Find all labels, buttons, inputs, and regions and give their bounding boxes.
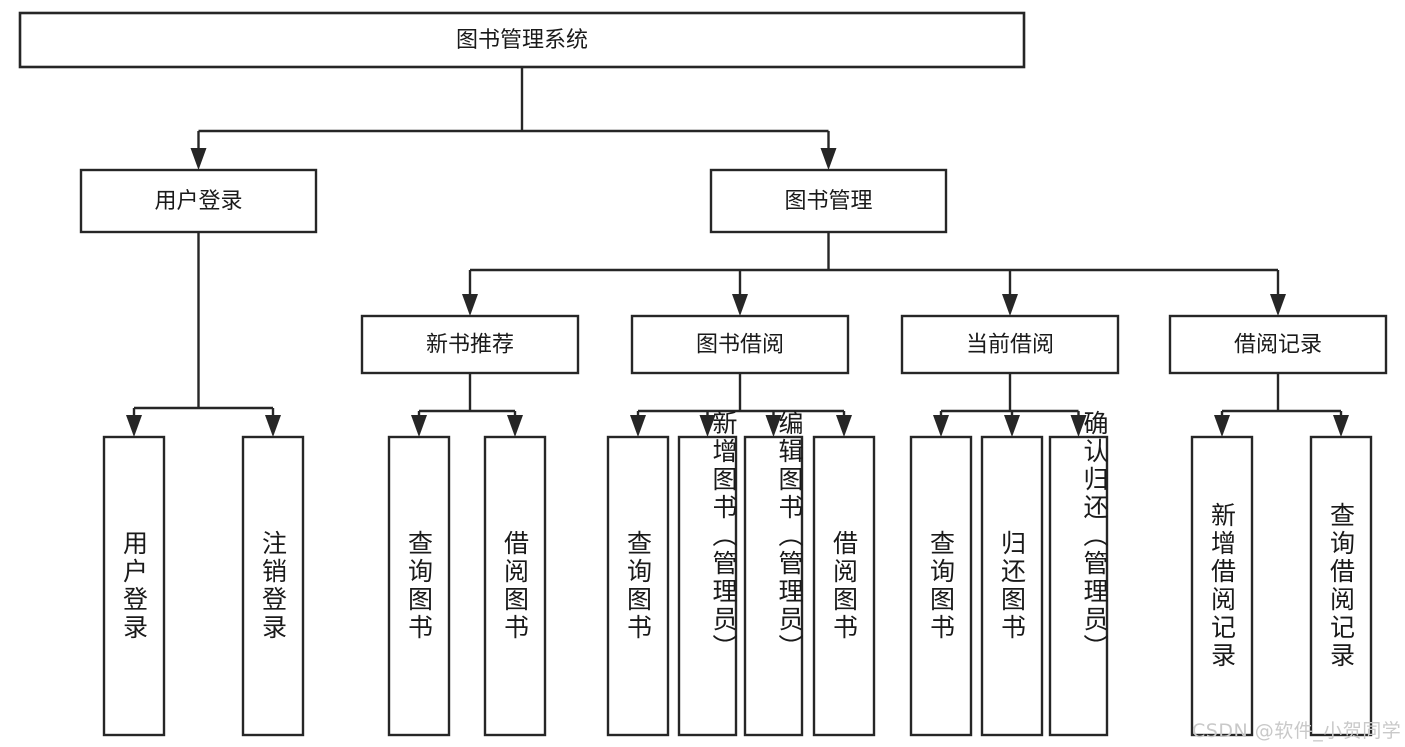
leaf-图书借阅-arrow-1 (699, 415, 716, 437)
root-arrow-1 (820, 148, 837, 170)
node-label-root: 图书管理系统 (456, 28, 588, 53)
leaf-借阅记录-arrow-1 (1333, 415, 1349, 437)
books-arrow-2 (1002, 294, 1018, 316)
node-box-root[interactable] (18, 11, 1026, 69)
node-box-leaf-6[interactable] (743, 435, 804, 737)
node-label-level3-1: 图书借阅 (696, 333, 784, 358)
node-box-level2-0[interactable] (79, 168, 318, 234)
node-box-leaf-0[interactable] (102, 435, 166, 737)
node-box-level3-1[interactable] (630, 314, 850, 375)
root-arrow-0 (190, 148, 207, 170)
node-label-level2-0: 用户登录 (154, 189, 242, 214)
books-arrow-0 (462, 294, 478, 316)
node-box-leaf-2[interactable] (387, 435, 451, 737)
node-box-level3-0[interactable] (360, 314, 580, 375)
node-box-level3-3[interactable] (1168, 314, 1388, 375)
node-box-leaf-8[interactable] (909, 435, 973, 737)
node-box-leaf-3[interactable] (483, 435, 547, 737)
node-box-leaf-1[interactable] (241, 435, 305, 737)
books-arrow-3 (1270, 294, 1286, 316)
node-box-leaf-7[interactable] (812, 435, 876, 737)
node-box-leaf-9[interactable] (980, 435, 1044, 737)
leaf-图书借阅-arrow-0 (630, 415, 646, 437)
leaf-用户登录-arrow-1 (265, 415, 281, 437)
leaf-当前借阅-arrow-2 (1070, 415, 1087, 437)
leaf-用户登录-arrow-0 (126, 415, 142, 437)
node-label-level3-3: 借阅记录 (1234, 333, 1322, 358)
node-box-leaf-12[interactable] (1309, 435, 1373, 737)
node-box-leaf-11[interactable] (1190, 435, 1254, 737)
node-label-level3-0: 新书推荐 (426, 333, 514, 358)
node-box-leaf-10[interactable] (1048, 435, 1109, 737)
leaf-新书推荐-arrow-1 (507, 415, 523, 437)
csdn-watermark: CSDN @软件_小贺同学 (1192, 720, 1402, 742)
leaf-当前借阅-arrow-0 (933, 415, 949, 437)
node-box-level2-1[interactable] (709, 168, 948, 234)
node-box-level3-2[interactable] (900, 314, 1120, 375)
node-label-level2-1: 图书管理 (784, 189, 872, 214)
node-box-leaf-4[interactable] (606, 435, 670, 737)
leaf-图书借阅-arrow-2 (765, 415, 782, 437)
connector-layer (126, 67, 1349, 437)
leaf-新书推荐-arrow-0 (411, 415, 427, 437)
node-label-level3-2: 当前借阅 (966, 333, 1054, 358)
leaf-图书借阅-arrow-3 (836, 415, 852, 437)
leaf-借阅记录-arrow-0 (1214, 415, 1230, 437)
node-box-layer (18, 11, 1388, 737)
books-arrow-1 (732, 294, 748, 316)
node-box-leaf-5[interactable] (677, 435, 738, 737)
leaf-当前借阅-arrow-1 (1004, 415, 1020, 437)
